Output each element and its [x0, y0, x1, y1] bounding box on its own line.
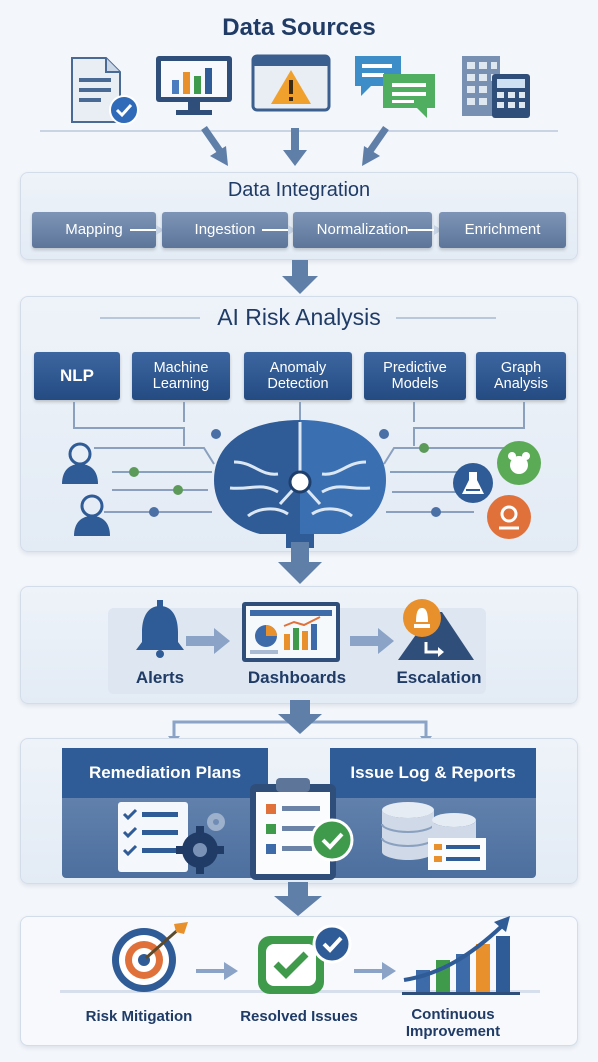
orange-node-icon	[486, 494, 532, 540]
outputs-to-remediation-arrows	[160, 700, 440, 744]
sources-merge-arrows	[190, 124, 400, 172]
flask-icon	[452, 462, 494, 504]
document-check-icon	[66, 56, 140, 126]
arrow-alerts-dashboards	[186, 628, 232, 659]
method-machine-learning: Machine Learning	[132, 352, 230, 400]
remediation-plans-title: Remediation Plans	[62, 748, 268, 798]
step-normalization: Normalization	[293, 212, 432, 248]
data-integration-title: Data Integration	[227, 179, 371, 201]
integration-to-analysis-arrow	[280, 260, 320, 296]
data-sources-title: Data Sources	[222, 14, 376, 41]
output-label-alerts: Alerts	[135, 668, 185, 687]
brain-circuit-diagram	[34, 402, 566, 553]
ai-title-rule-left	[100, 317, 200, 319]
step-enrichment: Enrichment	[439, 212, 566, 248]
method-anomaly-detection: Anomaly Detection	[244, 352, 352, 400]
arrow-resolved-improvement	[354, 962, 398, 985]
chat-bubbles-icon	[353, 54, 439, 120]
output-label-escalation: Escalation	[396, 668, 482, 687]
outcome-label-continuous-improvement: Continuous Improvement	[405, 1006, 501, 1040]
growth-chart-icon	[402, 914, 520, 996]
building-calculator-icon	[458, 54, 534, 120]
method-predictive-models: Predictive Models	[364, 352, 466, 400]
clipboard-checklist-icon	[246, 774, 356, 884]
outcome-label-resolved-issues: Resolved Issues	[240, 1008, 358, 1025]
bell-icon	[130, 598, 190, 658]
ai-risk-analysis-title: AI Risk Analysis	[217, 304, 381, 330]
method-graph-analysis: Graph Analysis	[476, 352, 566, 400]
remediation-to-outcomes-arrow	[270, 882, 326, 918]
check-badge-icon	[252, 922, 356, 996]
step-mapping: Mapping	[32, 212, 156, 248]
issue-log-reports-title: Issue Log & Reports	[330, 748, 536, 798]
brain-icon	[214, 420, 386, 548]
green-node-icon	[496, 440, 542, 486]
output-label-dashboards: Dashboards	[247, 668, 347, 687]
database-icon	[380, 800, 490, 872]
method-nlp: NLP	[34, 352, 120, 400]
arrow-dashboards-escalation	[350, 628, 396, 659]
warning-triangle-icon	[251, 54, 331, 114]
arrow-ingestion-normalization	[262, 225, 296, 235]
user-icon	[72, 494, 112, 538]
monitor-bar-chart-icon	[154, 54, 234, 118]
analysis-to-outputs-arrow	[276, 542, 324, 586]
ai-title-rule-right	[396, 317, 496, 319]
checklist-gear-icon	[104, 800, 228, 874]
outcome-label-risk-mitigation: Risk Mitigation	[85, 1008, 193, 1025]
arrow-normalization-enrichment	[408, 225, 442, 235]
target-icon	[100, 920, 196, 994]
user-icon	[60, 442, 100, 486]
arrow-mapping-ingestion	[130, 225, 164, 235]
dashboard-monitor-icon	[240, 600, 342, 668]
arrow-mitigation-resolved	[196, 962, 240, 985]
escalation-icon	[396, 598, 476, 662]
